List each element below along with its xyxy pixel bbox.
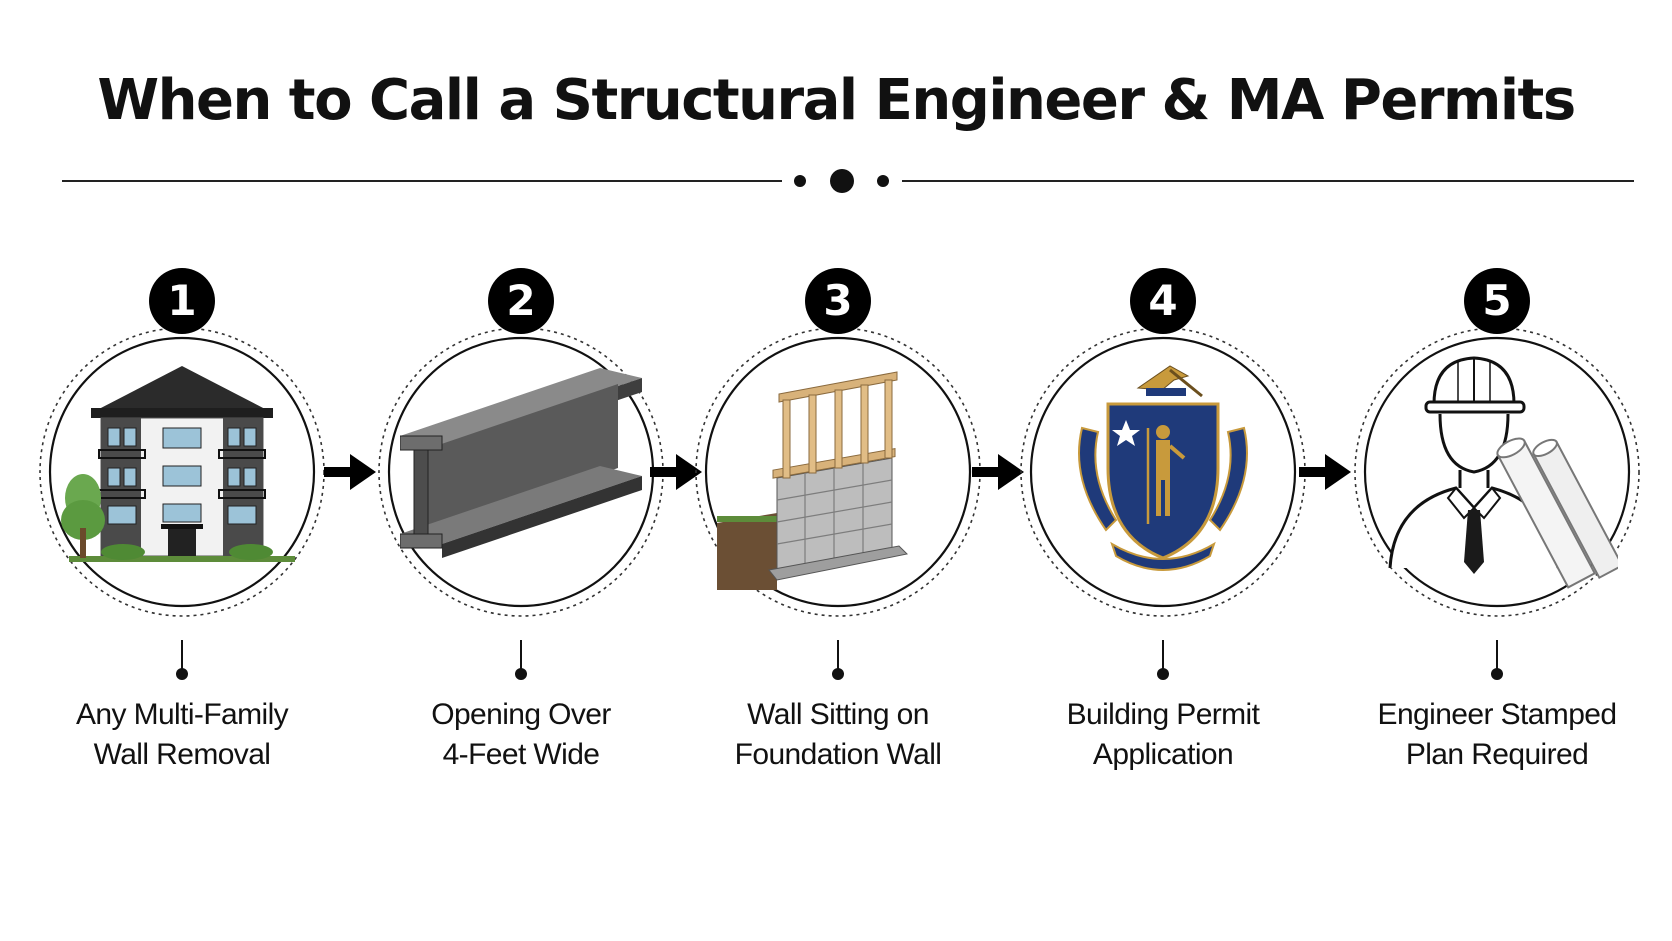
multi-family-building-icon bbox=[61, 366, 295, 562]
step-number-badge: 1 bbox=[149, 268, 215, 334]
step-1: 1 Any Multi-Family Wall Removal bbox=[37, 268, 327, 788]
step-number-badge: 5 bbox=[1464, 268, 1530, 334]
arrow-right-icon bbox=[324, 454, 376, 490]
step-label: Wall Sitting on Foundation Wall bbox=[734, 698, 942, 771]
arrow-right-icon bbox=[650, 454, 702, 490]
massachusetts-seal-icon bbox=[1078, 365, 1248, 571]
steel-i-beam-icon bbox=[400, 368, 642, 558]
step-number-badge: 4 bbox=[1130, 268, 1196, 334]
step-number-badge: 3 bbox=[805, 268, 871, 334]
step-5: 5 Engineer Stamped Plan Required bbox=[1352, 268, 1642, 788]
step-label: Opening Over 4-Feet Wide bbox=[431, 698, 611, 771]
step-number-badge: 2 bbox=[488, 268, 554, 334]
step-3: 3 Wall Sitting on Foundation Wall bbox=[693, 268, 983, 788]
step-label: Any Multi-Family Wall Removal bbox=[75, 698, 289, 771]
page-title: When to Call a Structural Engineer & MA … bbox=[97, 68, 1576, 133]
arrow-right-icon bbox=[1299, 454, 1351, 490]
wall-on-foundation-icon bbox=[717, 371, 909, 590]
step-label: Engineer Stamped Plan Required bbox=[1377, 698, 1618, 771]
step-4: 4 Building Permit Application bbox=[1018, 268, 1308, 788]
title-divider bbox=[62, 169, 1634, 193]
step-label: Building Permit Application bbox=[1066, 698, 1260, 771]
arrow-right-icon bbox=[972, 454, 1024, 490]
step-2: 2 Opening Over 4-Feet Wide bbox=[376, 268, 666, 788]
engineer-with-plans-icon bbox=[1388, 356, 1618, 589]
